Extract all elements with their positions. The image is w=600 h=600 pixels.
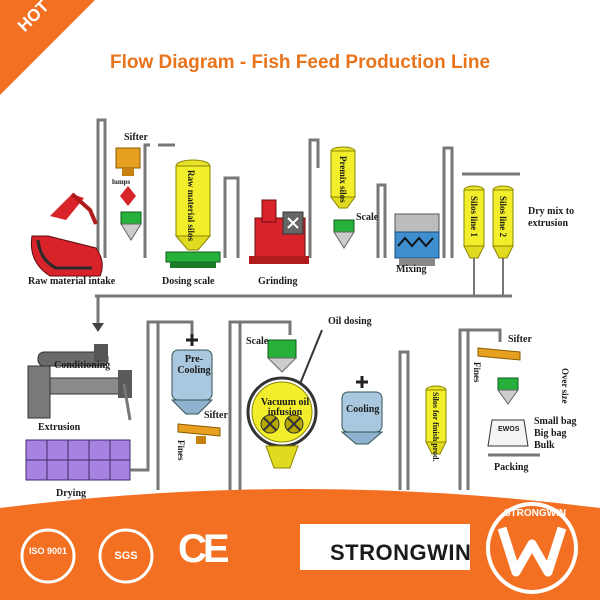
label-drying: Drying	[56, 488, 86, 499]
finish-silo	[425, 385, 447, 455]
label-sifter-top: Sifter	[124, 132, 148, 143]
label-pre-cooling: Pre- Cooling	[177, 354, 211, 376]
label-bulk: Bulk	[534, 440, 555, 451]
label-vacuum-oil: Vacuum oil infusion	[260, 397, 310, 418]
cooler	[340, 376, 384, 445]
label-small-bag: Small bag	[534, 416, 577, 427]
pre-cooler	[170, 334, 214, 415]
page-title: Flow Diagram - Fish Feed Production Line	[109, 52, 491, 73]
iso-seal	[20, 528, 76, 584]
scale-premix	[333, 219, 355, 249]
silo-line-1	[463, 185, 485, 259]
sgs-certification: SGS	[114, 550, 138, 562]
label-sifter-mid: Sifter	[204, 410, 228, 421]
label-big-bag: Big bag	[534, 428, 567, 439]
dosing-scale	[165, 251, 221, 268]
dryer	[25, 439, 131, 481]
conditioner	[27, 344, 132, 421]
label-fines-right: Fines	[472, 362, 482, 383]
bottom-row-pipes	[130, 320, 502, 490]
premix-silo	[330, 146, 356, 209]
label-premix-silos: Premix silos	[338, 156, 348, 203]
label-scale-top: Scale	[356, 212, 379, 223]
sifter-top	[115, 147, 141, 176]
excavator	[50, 192, 98, 225]
label-silos-line-2: Silos line 2	[498, 196, 508, 238]
label-extrusion: Extrusion	[38, 422, 81, 433]
label-mixing: Mixing	[396, 264, 427, 275]
top-row-pipes	[95, 118, 520, 325]
logo-brand-name: STRONGWIN	[503, 508, 567, 519]
vacuum-coater	[246, 339, 318, 469]
mixer	[394, 213, 440, 266]
label-raw-material-silos: Raw material silos	[186, 170, 196, 241]
hot-badge	[0, 0, 95, 95]
arrow-down	[92, 323, 104, 332]
oil-dosing-line	[299, 329, 323, 385]
small-scale-top	[120, 211, 142, 241]
brand-name: STRONGWIN	[330, 540, 472, 565]
ce-mark: CE	[178, 527, 230, 571]
packing-scale	[497, 377, 519, 405]
label-silos-finish: Silos for finish prod.	[431, 392, 440, 462]
raw-material-silo	[174, 159, 212, 251]
label-packing: Packing	[494, 462, 529, 473]
iso-certification: ISO 9001	[28, 546, 68, 556]
silo-line-2	[492, 185, 514, 259]
label-scale-mid: Scale	[246, 336, 269, 347]
label-oil-dosing: Oil dosing	[328, 316, 372, 327]
label-raw-material-intake: Raw material intake	[28, 276, 116, 287]
sifter-right	[477, 347, 521, 361]
label-fines-mid: Fines	[176, 440, 186, 461]
label-cooling: Cooling	[346, 404, 380, 415]
packing-bag	[487, 419, 529, 447]
label-dry-mix: Dry mix to extrusion	[528, 206, 575, 229]
grinder	[249, 199, 309, 264]
silo-pipes	[473, 258, 504, 296]
label-lumps: lumps	[112, 178, 131, 186]
intake-ship	[30, 235, 103, 277]
label-dosing-scale: Dosing scale	[162, 276, 215, 287]
strongwin-logo-w	[497, 526, 567, 577]
label-over-size: Over size	[560, 368, 570, 404]
brand-panel	[300, 524, 470, 570]
sgs-seal	[98, 528, 154, 584]
label-sifter-right: Sifter	[508, 334, 532, 345]
sifter-mid	[177, 423, 221, 444]
label-silos-line-1: Silos line 1	[469, 196, 479, 238]
label-conditioning: Conditioning	[54, 360, 111, 371]
label-bag-text: EWOS	[498, 426, 520, 433]
label-grinding: Grinding	[258, 276, 298, 287]
lumps-valve	[120, 186, 136, 206]
